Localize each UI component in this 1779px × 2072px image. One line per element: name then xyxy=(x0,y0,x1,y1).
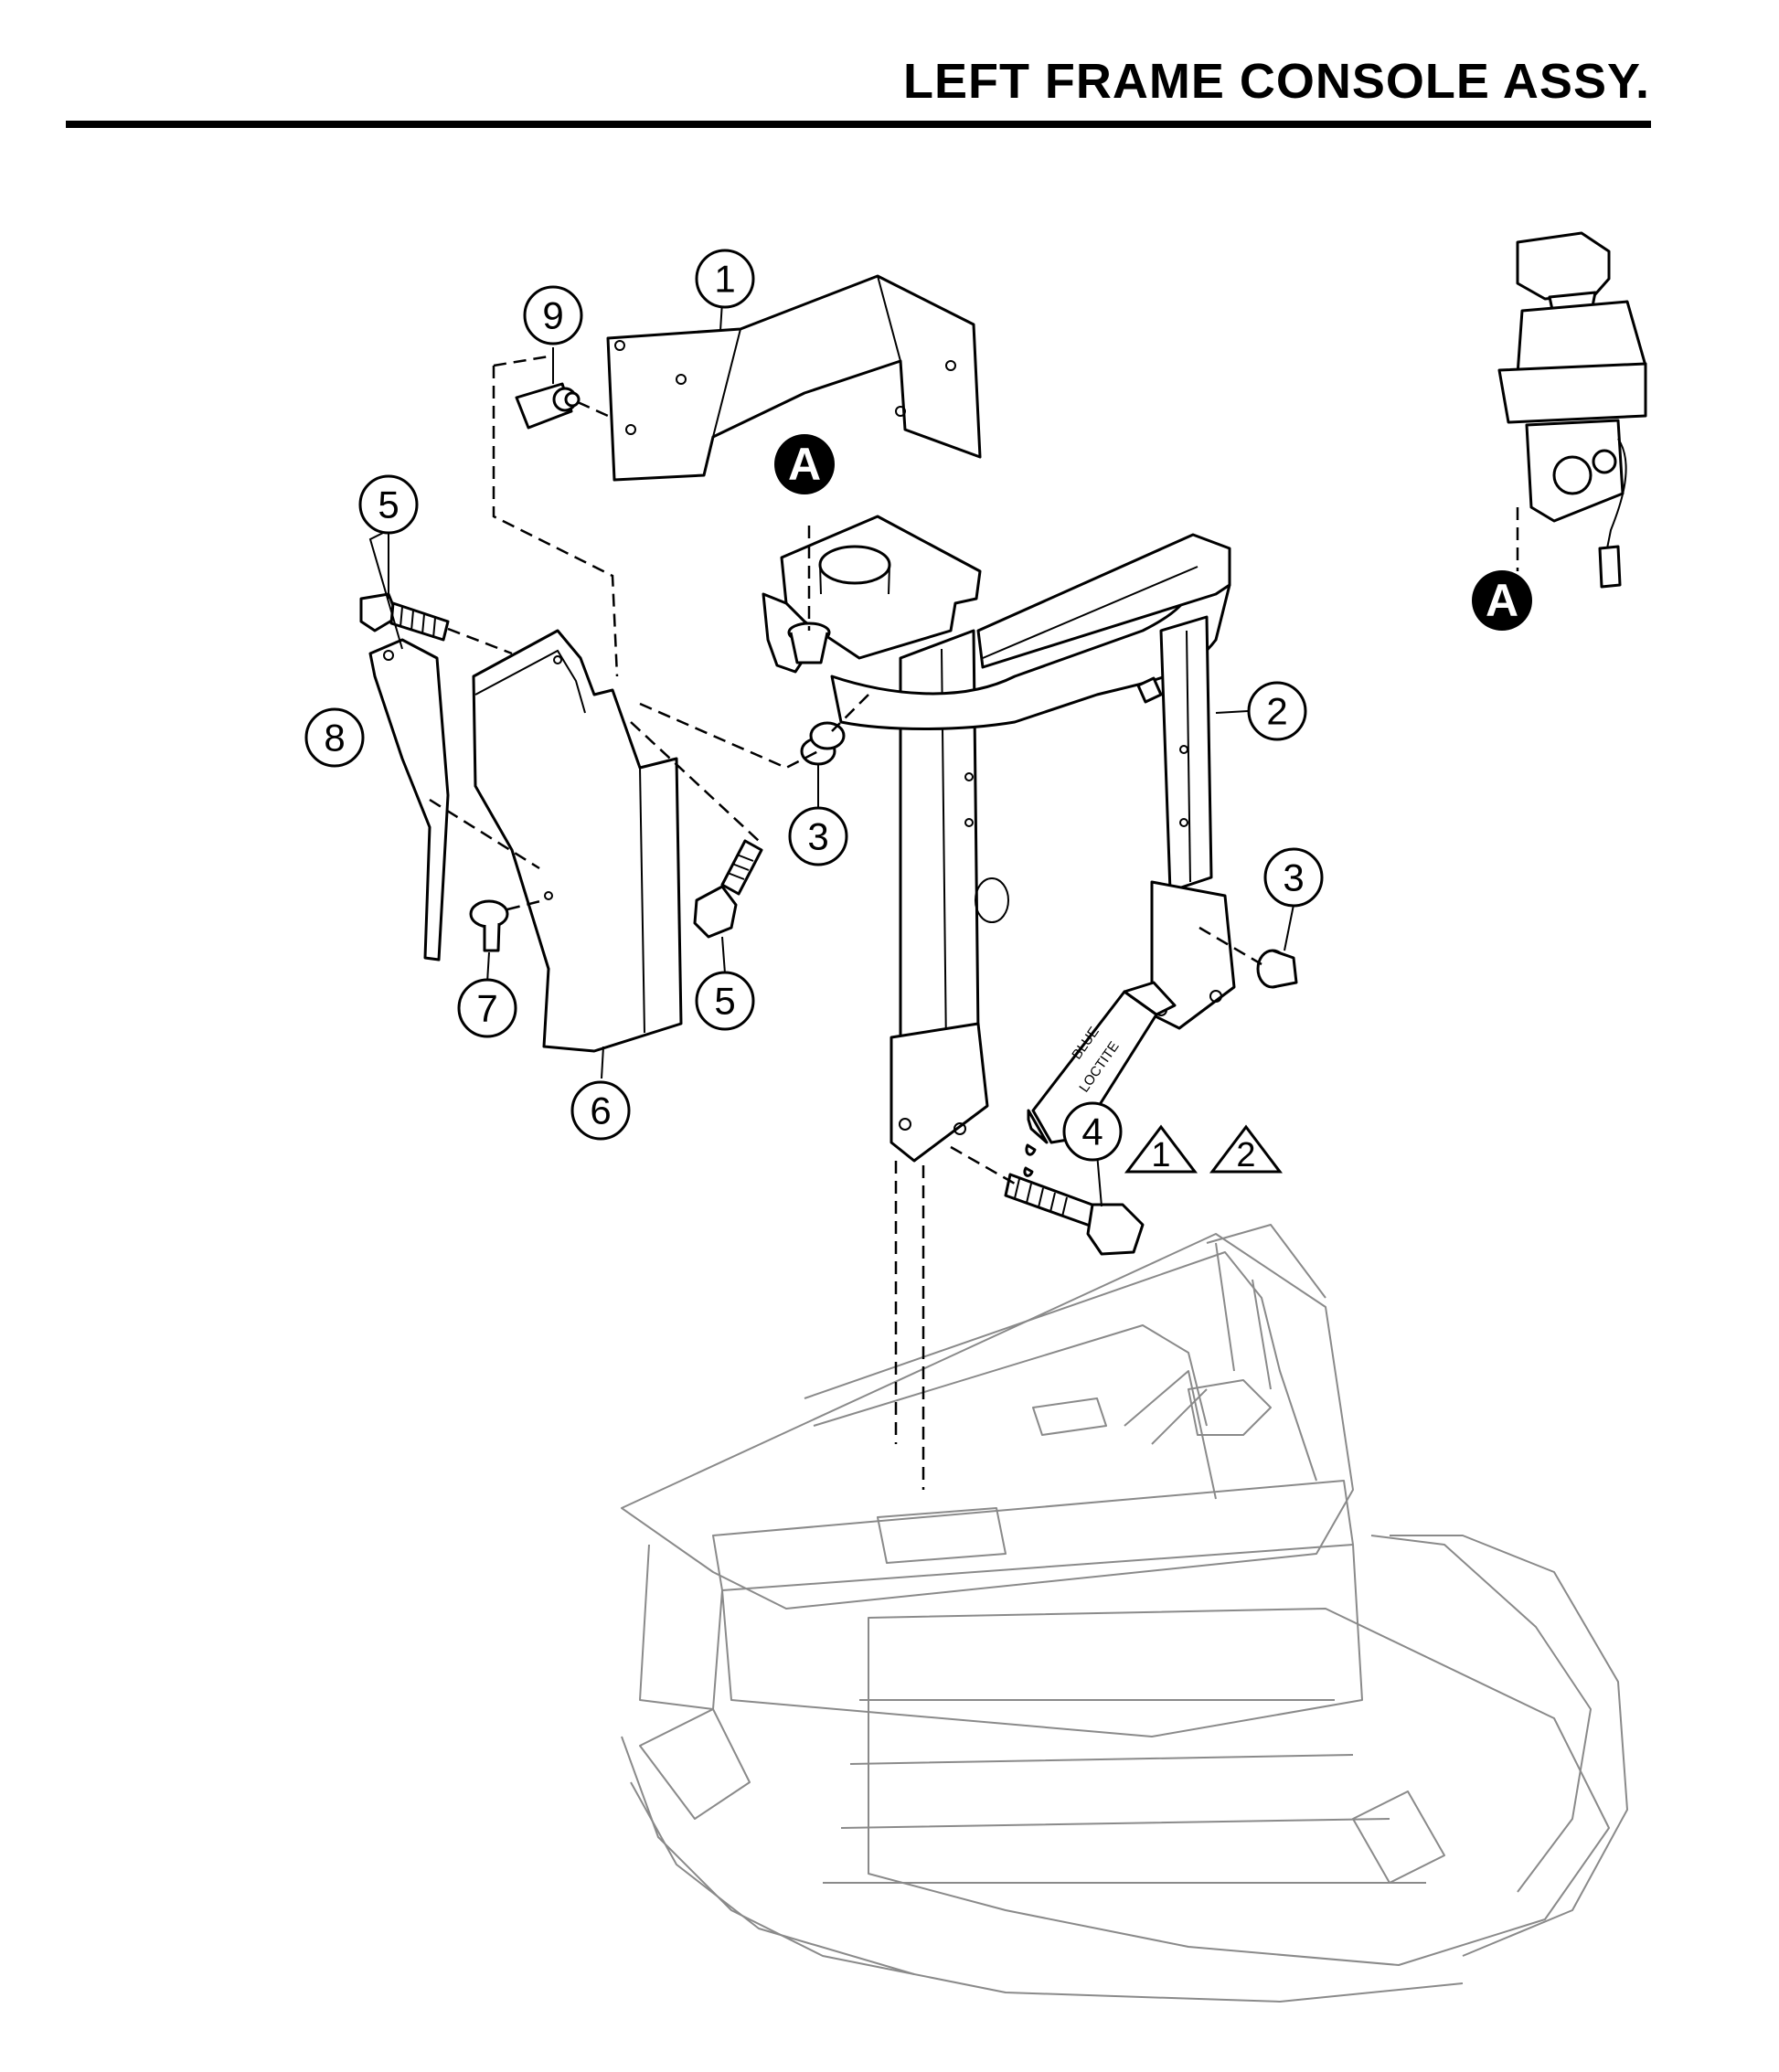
svg-text:5: 5 xyxy=(378,483,399,526)
title-rule xyxy=(66,121,1651,128)
bolt-part-5-upper xyxy=(359,592,450,642)
callout-6: 6 xyxy=(570,1080,631,1141)
reference-marker-a-frame: A xyxy=(774,434,835,494)
bolt-part-4 xyxy=(1004,1173,1145,1256)
callout-8: 8 xyxy=(304,707,365,768)
svg-text:9: 9 xyxy=(542,294,563,337)
upper-bracket-part-1 xyxy=(606,274,982,482)
callout-5-lower: 5 xyxy=(695,971,755,1031)
note-triangle-1: 1 xyxy=(1124,1124,1198,1174)
bushing-part-3-top xyxy=(787,622,831,664)
bolt-part-5-lower xyxy=(693,839,763,939)
svg-text:8: 8 xyxy=(324,717,345,760)
svg-text:2: 2 xyxy=(1236,1136,1255,1174)
cover-part-6 xyxy=(472,629,683,1053)
note-triangle-2: 2 xyxy=(1209,1124,1284,1174)
joystick-control xyxy=(1497,231,1647,589)
svg-text:2: 2 xyxy=(1266,690,1287,733)
svg-text:7: 7 xyxy=(476,987,497,1030)
bracket-part-8 xyxy=(368,638,450,962)
callout-4: 4 xyxy=(1062,1101,1123,1162)
svg-text:4: 4 xyxy=(1081,1110,1103,1153)
svg-text:A: A xyxy=(788,439,821,490)
callout-2: 2 xyxy=(1247,681,1307,741)
callout-5-upper: 5 xyxy=(358,474,419,535)
loctite-tube: BLUE LOCTITE xyxy=(1023,981,1177,1177)
clip-part-9 xyxy=(515,382,581,430)
svg-text:1: 1 xyxy=(1151,1136,1170,1174)
callout-7: 7 xyxy=(457,978,517,1038)
svg-text:1: 1 xyxy=(714,258,735,301)
svg-text:A: A xyxy=(1486,575,1518,626)
svg-text:3: 3 xyxy=(1283,856,1304,899)
callout-3-right: 3 xyxy=(1263,847,1324,908)
callout-3-left: 3 xyxy=(788,806,848,866)
machine-frame-ghost xyxy=(621,1224,1628,2003)
svg-text:3: 3 xyxy=(807,815,828,858)
callout-9: 9 xyxy=(523,285,583,345)
bushing-part-3-right xyxy=(1256,949,1298,989)
assembly-leader-lines xyxy=(429,355,1519,1490)
bushing-part-3-mid xyxy=(800,721,846,766)
callout-1: 1 xyxy=(695,249,755,309)
pin-part-7 xyxy=(469,899,509,952)
console-frame-part-2 xyxy=(762,515,1236,1163)
reference-marker-a-joystick: A xyxy=(1472,570,1532,631)
svg-text:5: 5 xyxy=(714,980,735,1023)
page-title: LEFT FRAME CONSOLE ASSY. xyxy=(902,54,1650,109)
svg-text:6: 6 xyxy=(590,1089,611,1132)
